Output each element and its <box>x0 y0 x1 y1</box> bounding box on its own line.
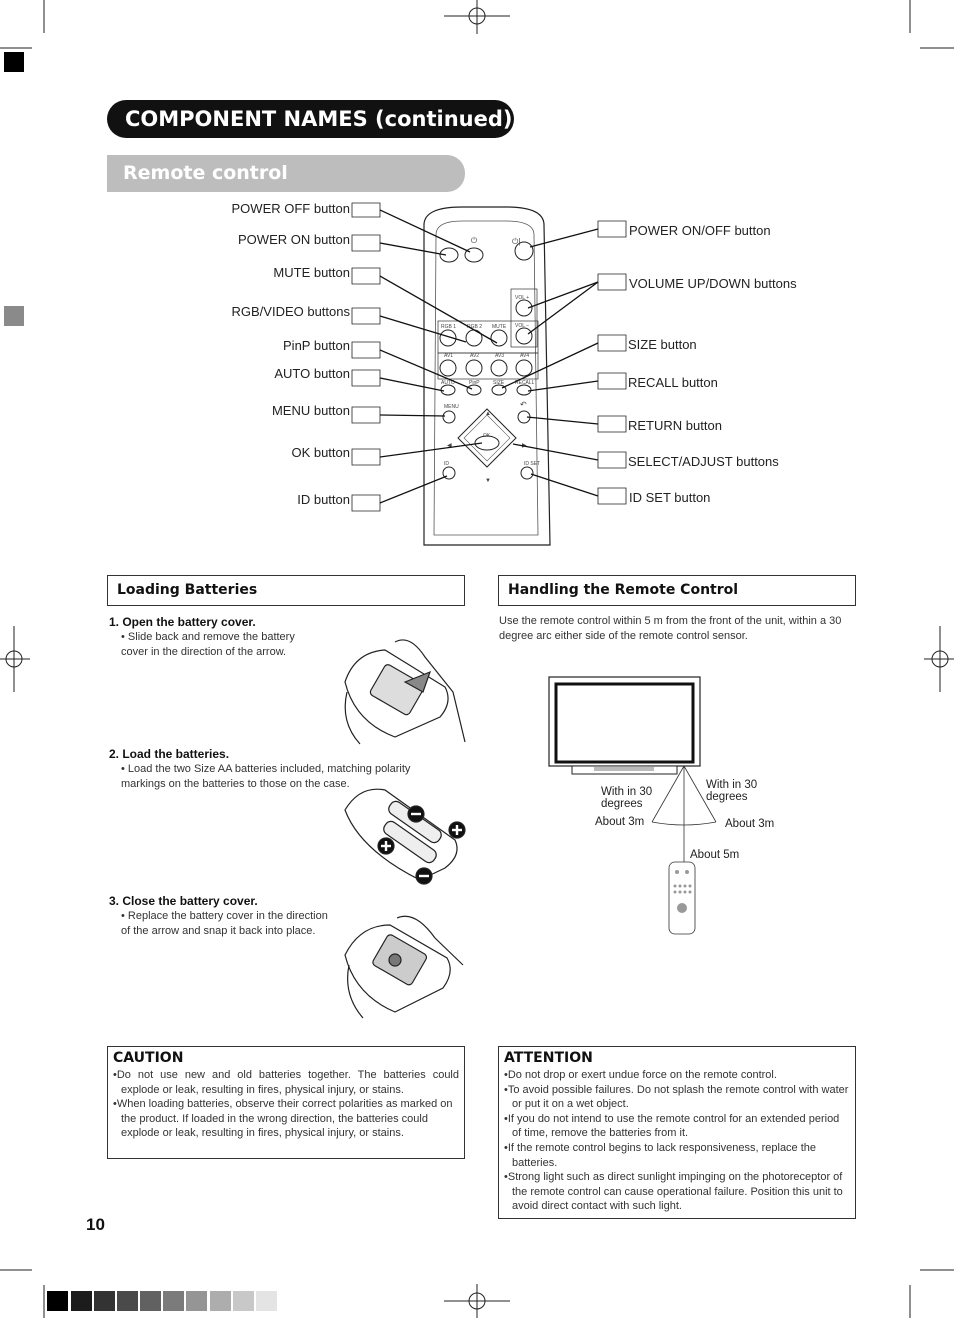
page-number: 10 <box>86 1215 105 1234</box>
mute-label: MUTE <box>492 324 507 330</box>
color-swatch <box>163 1291 184 1311</box>
step-3-text: • Replace the battery cover in the direc… <box>121 910 328 937</box>
loading-batteries-heading: Loading Batteries <box>107 575 465 606</box>
vol-down-label: VOL − <box>515 323 529 329</box>
color-swatch <box>71 1291 92 1311</box>
av4-label: AV4 <box>520 353 529 359</box>
rgb1-label: RGB 1 <box>441 324 456 330</box>
label-size: SIZE button <box>628 337 697 352</box>
label-volume: VOLUME UP/DOWN buttons <box>629 276 797 291</box>
step-1-title: 1. Open the battery cover. <box>109 615 256 629</box>
av2-label: AV2 <box>470 353 479 359</box>
attention-heading: ATTENTION <box>504 1050 593 1066</box>
caution-box: CAUTION Do not use new and old batteries… <box>107 1046 465 1159</box>
svg-text:◀: ◀ <box>447 443 452 449</box>
label-mute: MUTE button <box>273 265 350 280</box>
side-tab <box>4 306 24 326</box>
step-3-title: 3. Close the battery cover. <box>109 894 258 908</box>
color-swatch <box>210 1291 231 1311</box>
tv-screen <box>554 682 695 764</box>
label-auto: AUTO button <box>274 366 350 381</box>
handling-heading: Handling the Remote Control <box>498 575 856 606</box>
open-cover-illustration <box>335 632 467 748</box>
load-batteries-illustration <box>340 780 470 890</box>
attention-item: If you do not intend to use the remote c… <box>504 1112 850 1141</box>
section-title: Remote control <box>107 155 465 192</box>
recall-label: RECALL <box>515 380 535 386</box>
pinp-label: PinP <box>469 380 480 386</box>
svg-text:⏻: ⏻ <box>471 236 478 245</box>
label-id: ID button <box>297 492 350 507</box>
left-distance-label: About 3m <box>595 816 645 828</box>
color-swatch <box>186 1291 207 1311</box>
label-menu: MENU button <box>271 403 350 418</box>
close-cover-illustration <box>335 910 467 1020</box>
label-power-off: POWER OFF button <box>231 201 350 216</box>
attention-item: To avoid possible failures. Do not splas… <box>504 1083 850 1112</box>
svg-text:↶: ↶ <box>520 400 527 409</box>
color-swatch <box>117 1291 138 1311</box>
label-return: RETURN button <box>628 418 722 433</box>
label-select-adjust: SELECT/ADJUST buttons <box>628 454 779 469</box>
attention-item: Do not drop or exert undue force on the … <box>504 1068 850 1083</box>
caution-item: When loading batteries, observe their co… <box>113 1097 459 1141</box>
power-off-key <box>439 247 459 263</box>
av1-label: AV1 <box>444 353 453 359</box>
ok-key <box>474 435 500 451</box>
color-swatch <box>47 1291 68 1311</box>
vol-up-label: VOL + <box>515 295 529 301</box>
step-1-text: • Slide back and remove the battery cove… <box>121 631 295 658</box>
color-swatch <box>140 1291 161 1311</box>
caution-heading: CAUTION <box>113 1050 184 1066</box>
attention-item: Strong light such as direct sunlight imp… <box>504 1170 850 1214</box>
color-swatch <box>256 1291 277 1311</box>
av3-label: AV3 <box>495 353 504 359</box>
power-onoff-key <box>514 241 534 261</box>
svg-text:▲: ▲ <box>485 411 491 417</box>
label-pinp: PinP button <box>283 338 350 353</box>
remote-diagram: ⏻ ⏻| VOL + VOL − RGB 1 RGB 2 MUTE AV1 AV… <box>200 195 820 550</box>
power-on-key <box>464 247 484 263</box>
small-remote <box>668 861 696 935</box>
color-swatch <box>233 1291 254 1311</box>
right-distance-label: About 3m <box>725 818 775 830</box>
label-power-on: POWER ON button <box>238 232 350 247</box>
auto-label: AUTO <box>441 380 455 386</box>
svg-text:⏻|: ⏻| <box>512 237 520 246</box>
attention-box: ATTENTION Do not drop or exert undue for… <box>498 1046 856 1219</box>
label-power-onoff: POWER ON/OFF button <box>629 223 771 238</box>
step-2-text: • Load the two Size AA batteries include… <box>121 763 411 790</box>
caution-item: Do not use new and old batteries togethe… <box>113 1068 459 1097</box>
handling-text: Use the remote control within 5 m from t… <box>499 615 842 642</box>
idset-label: ID SET <box>524 461 540 467</box>
rgb2-label: RGB 2 <box>467 324 482 330</box>
label-id-set: ID SET button <box>629 490 711 505</box>
ok-label: OK <box>483 433 491 439</box>
id-label: ID <box>444 461 449 467</box>
size-label: SIZE <box>493 380 505 386</box>
attention-item: If the remote control begins to lack res… <box>504 1141 850 1170</box>
center-distance-label: About 5m <box>690 849 740 861</box>
color-swatch <box>94 1291 115 1311</box>
label-ok: OK button <box>291 445 350 460</box>
svg-text:▼: ▼ <box>485 478 491 484</box>
label-rgb-video: RGB/VIDEO buttons <box>231 304 351 319</box>
label-recall: RECALL button <box>628 375 718 390</box>
remote-body <box>423 206 551 546</box>
step-2-title: 2. Load the batteries. <box>109 747 230 761</box>
corner-block <box>4 52 24 72</box>
page-title: COMPONENT NAMES (continued) <box>107 100 514 138</box>
menu-label: MENU <box>444 404 459 410</box>
